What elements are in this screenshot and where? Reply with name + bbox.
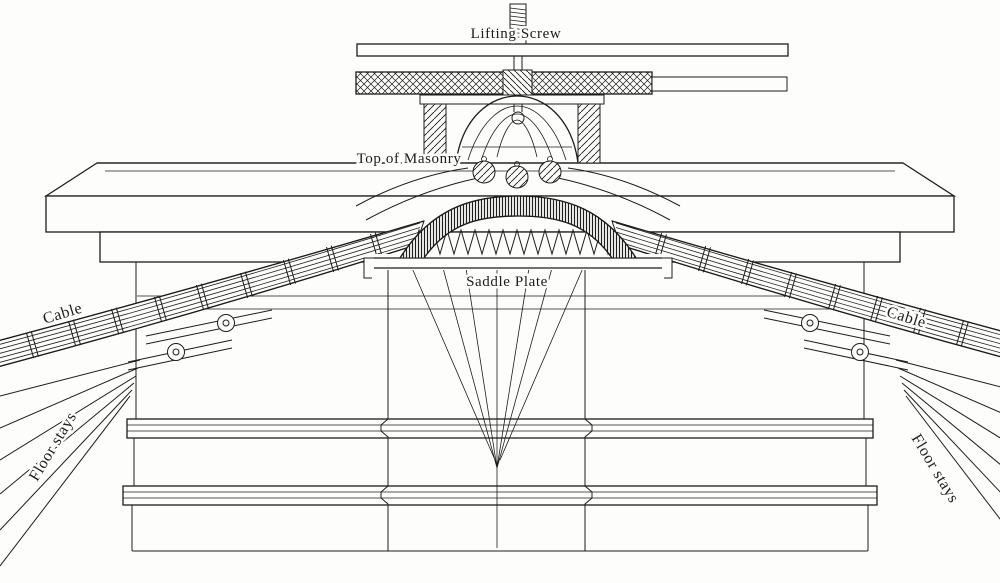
lifting-frame [355,3,789,189]
lifting-beam [356,43,789,57]
saddle-assembly [355,167,681,279]
floor-stays-left-lines [0,359,141,567]
label-lifting-screw: Lifting Screw [471,26,562,42]
cable-link-right [763,309,909,371]
cable-link-left [127,309,273,371]
floor-stays-right-lines [895,359,1000,520]
label-top-of-masonry: Top of Masonry [357,151,462,167]
label-saddle-plate: Saddle Plate [466,274,548,290]
